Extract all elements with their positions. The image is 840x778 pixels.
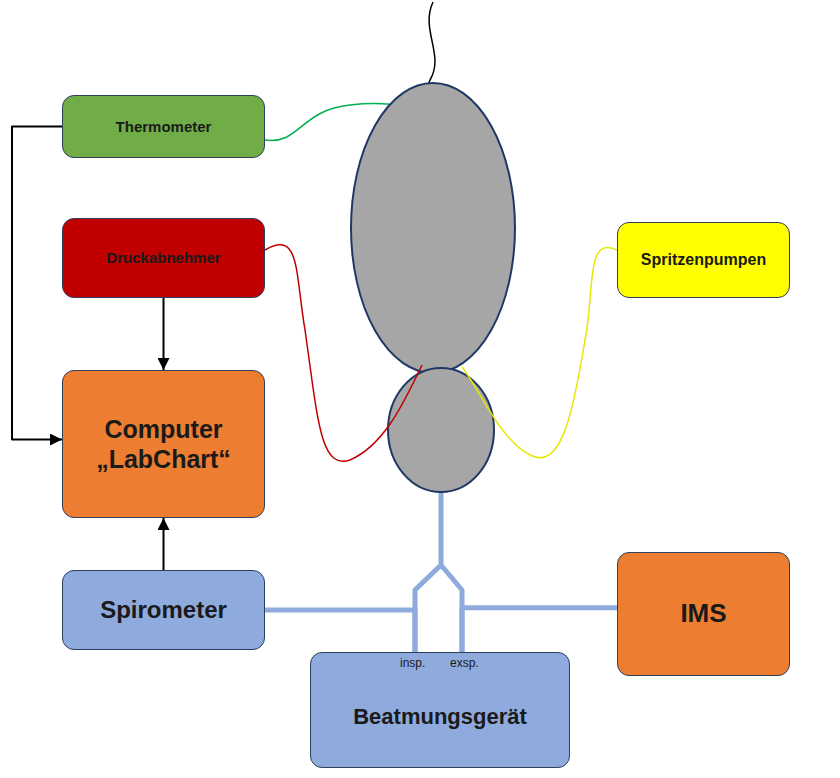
computer-box: Computer „LabChart“ <box>62 370 265 518</box>
syringe-line <box>462 247 617 457</box>
signal-arrow <box>163 298 165 370</box>
spirometer-box: Spirometer <box>62 570 265 650</box>
pressure-sensor-box: Druckabnehmer <box>62 218 265 298</box>
thermometer-box: Thermometer <box>62 95 265 158</box>
animal-head <box>388 368 494 492</box>
node-label: Beatmungsgerät <box>353 704 527 730</box>
pressure-line <box>265 245 422 461</box>
port-label: exsp. <box>450 656 479 670</box>
node-label: Druckabnehmer <box>106 249 220 267</box>
tube <box>415 490 462 652</box>
signal-arrow <box>12 127 62 440</box>
tube-connector <box>265 610 415 652</box>
tube-connector <box>462 608 617 652</box>
node-label: Spritzenpumpen <box>641 250 766 269</box>
signal-arrow <box>163 518 165 570</box>
node-label: Spirometer <box>100 596 227 625</box>
ims-box: IMS <box>617 552 790 676</box>
node-label: IMS <box>680 598 726 629</box>
ventilator-box: insp. exsp. Beatmungsgerät <box>310 652 570 768</box>
animal-body <box>351 83 515 373</box>
node-label: Computer „LabChart“ <box>71 414 256 474</box>
syringe-pump-box: Spritzenpumpen <box>617 222 790 298</box>
node-label: Thermometer <box>116 118 212 136</box>
port-label: insp. <box>400 656 425 670</box>
